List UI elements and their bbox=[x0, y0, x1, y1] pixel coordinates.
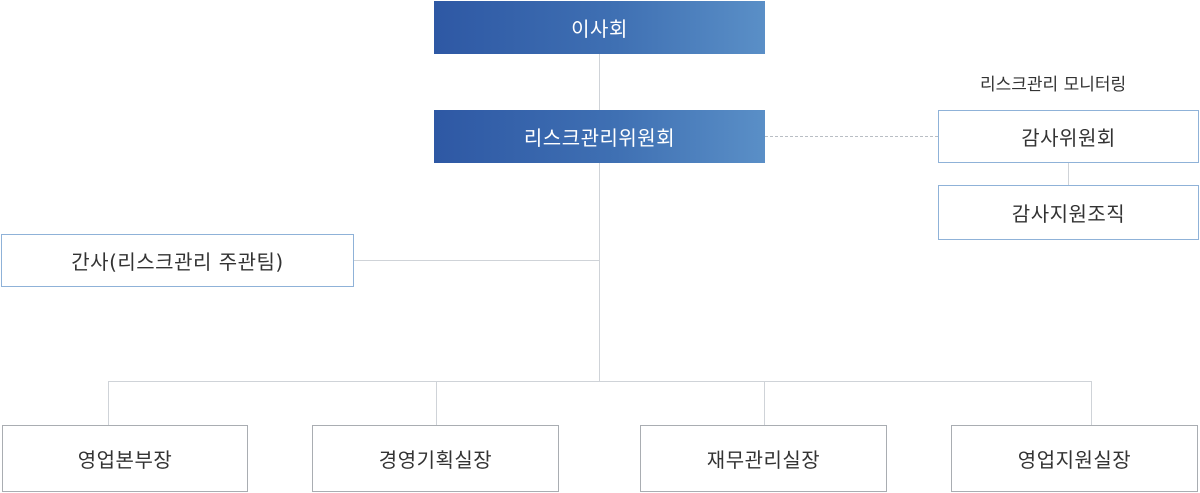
connector-board-to-committee bbox=[599, 54, 600, 110]
connector-monitoring-dashed bbox=[765, 136, 938, 137]
connector-dept-4 bbox=[1091, 381, 1092, 425]
risk-committee-box: 리스크관리위원회 bbox=[434, 110, 765, 163]
connector-dept-3 bbox=[764, 381, 765, 425]
dept-planning-box: 경영기획실장 bbox=[312, 425, 559, 492]
secretary-box: 간사(리스크관리 주관팀) bbox=[1, 234, 354, 287]
connector-departments-bus bbox=[108, 381, 1092, 382]
connector-dept-2 bbox=[436, 381, 437, 425]
connector-audit bbox=[1068, 163, 1069, 185]
connector-dept-1 bbox=[108, 381, 109, 425]
dept-sales-support-box: 영업지원실장 bbox=[951, 425, 1198, 492]
connector-secretary bbox=[354, 260, 599, 261]
connector-committee-trunk bbox=[599, 163, 600, 381]
audit-support-box: 감사지원조직 bbox=[938, 185, 1199, 240]
dept-sales-hq-box: 영업본부장 bbox=[2, 425, 248, 492]
board-box: 이사회 bbox=[434, 1, 765, 54]
audit-committee-box: 감사위원회 bbox=[938, 110, 1199, 163]
dept-finance-box: 재무관리실장 bbox=[640, 425, 887, 492]
monitoring-label: 리스크관리 모니터링 bbox=[980, 75, 1127, 95]
